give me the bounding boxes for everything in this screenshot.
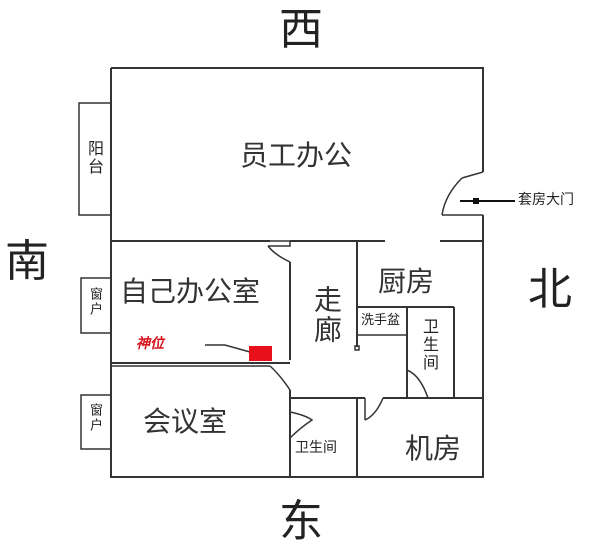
room-bathroom-bottom: 卫生间 (295, 440, 337, 456)
balcony-label: 阳台 (85, 140, 104, 176)
window-box-1 (80, 277, 112, 334)
room-kitchen: 厨房 (378, 265, 435, 298)
shrine-marker (249, 346, 272, 361)
window-box-2 (80, 394, 112, 450)
room-corridor: 走廊 (310, 285, 343, 345)
direction-west: 西 (279, 4, 323, 55)
direction-south: 南 (5, 236, 49, 287)
window-label-2: 窗户 (87, 403, 102, 433)
main-door-swing (441, 177, 463, 216)
room-own-office: 自己办公室 (120, 275, 261, 308)
balcony-box (78, 102, 112, 216)
window-label-1: 窗户 (87, 287, 102, 317)
main-door-label: 套房大门 (518, 192, 574, 208)
room-meeting: 会议室 (143, 405, 228, 438)
room-staff-office: 员工办公 (240, 139, 353, 172)
direction-north: 北 (528, 264, 572, 315)
wash-basin-label: 洗手盆 (361, 313, 401, 328)
shrine-label: 神位 (136, 336, 164, 352)
room-bathroom-right: 卫生间 (420, 318, 439, 372)
direction-east: 东 (279, 496, 323, 547)
room-server: 机房 (405, 432, 462, 465)
outer-wall-top (111, 67, 484, 172)
outer-wall (110, 68, 484, 478)
